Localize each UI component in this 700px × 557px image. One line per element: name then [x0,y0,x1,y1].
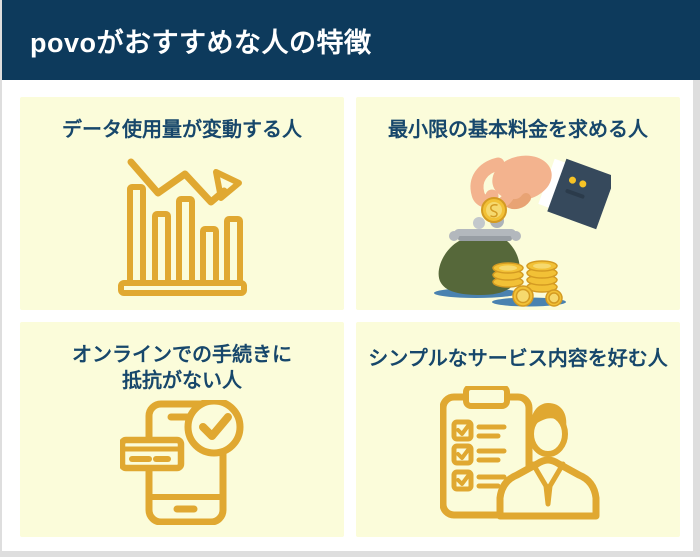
card-title: シンプルなサービス内容を好む人 [368,348,668,370]
card-data-usage: データ使用量が変動する人 [20,97,344,310]
icon-wrap [112,158,252,303]
card-title: データ使用量が変動する人 [62,119,302,141]
icon-wrap [119,400,245,525]
cards-grid: データ使用量が変動する人 最小限の基本料金を求め [0,80,700,537]
smartphone-check-icon [119,400,243,525]
card-simple-service: シンプルなサービス内容を好む人 [356,322,680,537]
page-edge-right [693,80,700,557]
card-title: 最小限の基本料金を求める人 [388,119,648,141]
icon-wrap [426,146,611,312]
card-online-procedures: オンラインでの手続きに 抵抗がない人 [20,322,344,537]
page-edge-bottom [0,551,700,557]
bar-chart-trend-icon [118,158,247,296]
page-title: povoがおすすめな人の特徴 [30,27,372,58]
hand-coin-purse-icon [433,155,611,307]
card-minimal-fee: 最小限の基本料金を求める人 [356,97,680,310]
checklist-person-icon [439,386,599,520]
icon-wrap [439,386,615,521]
card-title: オンラインでの手続きに 抵抗がない人 [72,344,292,392]
header: povoがおすすめな人の特徴 [0,0,700,80]
page-edge-left [0,0,2,557]
